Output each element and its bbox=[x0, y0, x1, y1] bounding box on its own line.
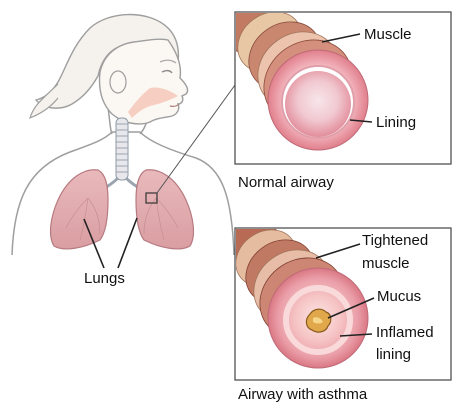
asthma-airway-caption: Airway with asthma bbox=[238, 386, 367, 403]
lungs-label: Lungs bbox=[84, 270, 125, 287]
normal-airway-caption: Normal airway bbox=[238, 174, 334, 191]
inflamed-label-line2: lining bbox=[376, 346, 411, 363]
left-lung bbox=[51, 170, 108, 249]
mucus-label: Mucus bbox=[377, 288, 421, 305]
muscle-label: Muscle bbox=[364, 26, 412, 43]
ear bbox=[110, 71, 126, 93]
tightened-label-line2: muscle bbox=[362, 255, 410, 272]
inflamed-label-line1: Inflamed bbox=[376, 324, 434, 341]
ponytail bbox=[30, 84, 58, 118]
normal-airway-panel bbox=[217, 0, 451, 164]
child-figure bbox=[12, 15, 235, 269]
lungs-pointer-right bbox=[118, 218, 137, 268]
tightened-label-line1: Tightened bbox=[362, 232, 428, 249]
lining-label: Lining bbox=[376, 114, 416, 131]
normal-airway-lumen bbox=[285, 71, 351, 137]
